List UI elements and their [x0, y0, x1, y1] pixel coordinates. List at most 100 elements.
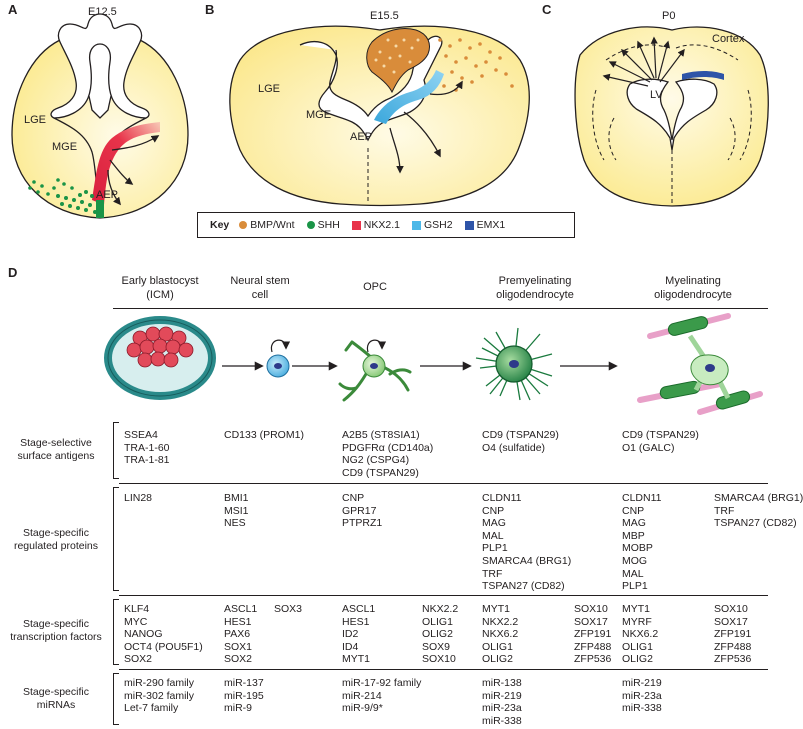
marker-entry: SSEA4 [124, 429, 158, 441]
marker-entry: miR-195 [224, 689, 264, 702]
stage-blastocyst: Early blastocyst(ICM) [121, 275, 199, 301]
marker-entry: OLIG1 [422, 615, 453, 628]
key-item-bmp-wnt: BMP/Wnt [239, 219, 295, 231]
marker-entry: MYC [124, 615, 148, 628]
marker-entry: GPR17 [342, 504, 377, 517]
marker-entry: miR-302 family [124, 689, 195, 702]
marker-entry: CNP [622, 504, 645, 517]
square-icon [411, 220, 421, 230]
row-bracket [113, 724, 119, 725]
marker-cell: CD9 (TSPAN29)O1 (GALC) [622, 429, 699, 454]
panel-a-lge-label: LGE [24, 114, 46, 126]
marker-entry: Let-7 family [124, 702, 179, 715]
marker-entry: SOX2 [124, 653, 153, 666]
marker-entry: TRA-1-81 [124, 454, 170, 467]
neural-stem-cell-icon [266, 339, 291, 378]
marker-entry: MYT1 [622, 603, 651, 615]
marker-entry: MAL [482, 529, 504, 542]
panel-a-brain [11, 13, 189, 219]
marker-entry: ZFP191 [574, 628, 612, 641]
marker-entry: miR-137 [224, 677, 264, 689]
marker-entry: SOX10 [714, 603, 748, 615]
marker-entry: ZFP536 [574, 653, 612, 666]
marker-entry: PDGFRα (CD140a) [342, 441, 434, 454]
marker-entry: O1 (GALC) [622, 441, 675, 454]
marker-entry: miR-338 [482, 714, 522, 727]
marker-cell: CD133 (PROM1) [224, 429, 304, 442]
marker-entry: TSPAN27 (CD82) [714, 517, 797, 530]
marker-entry: ID2 [342, 628, 359, 641]
marker-entry: miR-219 [482, 689, 522, 702]
marker-entry: CD133 (PROM1) [224, 429, 304, 441]
marker-entry: miR-338 [622, 702, 662, 715]
row-bracket [113, 422, 119, 423]
marker-entry: NKX6.2 [622, 628, 659, 641]
marker-entry: MYRF [622, 615, 652, 628]
marker-entry: A2B5 (ST8SIA1) [342, 429, 420, 441]
key-label: BMP/Wnt [250, 219, 295, 231]
marker-entry: ZFP488 [574, 640, 612, 653]
marker-entry: OCT4 (POU5F1) [124, 640, 203, 653]
row-bracket [113, 673, 119, 674]
marker-cell: A2B5 (ST8SIA1)PDGFRα (CD140a)NG2 (CSPG4)… [342, 429, 433, 479]
marker-entry: OLIG1 [482, 640, 513, 653]
key-label: SHH [317, 219, 340, 231]
marker-entry: SOX9 [422, 640, 451, 653]
key-item-shh: SHH [306, 219, 340, 231]
row-bracket [113, 599, 114, 665]
panel-b-letter: B [205, 2, 215, 17]
marker-entry: ZFP488 [714, 640, 752, 653]
marker-entry: HES1 [342, 615, 370, 628]
marker-entry: PLP1 [482, 542, 508, 555]
panel-a-mge-label: MGE [52, 141, 77, 153]
marker-entry: CNP [482, 504, 505, 517]
row-bracket [113, 422, 114, 479]
marker-entry: TSPAN27 (CD82) [482, 580, 565, 593]
marker-entry: MAL [622, 567, 644, 580]
marker-entry: ASCL1 [224, 603, 258, 615]
panel-c-lv-label: LV [650, 89, 663, 101]
marker-entry: BMI1 [224, 492, 249, 504]
panel-b-lge-label: LGE [258, 83, 280, 95]
marker-entry: TRF [714, 504, 735, 517]
marker-entry: ZFP191 [714, 628, 752, 641]
row-divider [119, 483, 768, 484]
marker-entry: NES [224, 517, 246, 530]
dot-icon [306, 221, 315, 229]
blastocyst-icon [104, 316, 216, 400]
key-label: NKX2.1 [363, 219, 400, 231]
panel-d-letter: D [8, 265, 18, 280]
marker-entry: TRA-1-60 [124, 441, 170, 454]
key-label: GSH2 [423, 219, 453, 231]
marker-entry: OLIG2 [482, 653, 513, 666]
dot-icon [239, 221, 248, 229]
marker-entry: SMARCA4 (BRG1) [482, 554, 572, 567]
row-bracket [113, 673, 114, 725]
panel-b-mge-label: MGE [306, 109, 331, 121]
marker-entry: miR-214 [342, 689, 382, 702]
marker-entry: SOX3 [274, 603, 303, 615]
marker-entry: NKX6.2 [482, 628, 519, 641]
key-label: EMX1 [476, 219, 506, 231]
marker-entry: OLIG1 [622, 640, 653, 653]
marker-entry: SOX17 [714, 615, 748, 628]
cell-lineage-illustration [104, 313, 763, 415]
marker-entry: SMARCA4 (BRG1) [714, 492, 803, 504]
marker-entry: MSI1 [224, 504, 249, 517]
marker-entry: PLP1 [622, 580, 648, 593]
marker-entry: TRF [482, 567, 503, 580]
